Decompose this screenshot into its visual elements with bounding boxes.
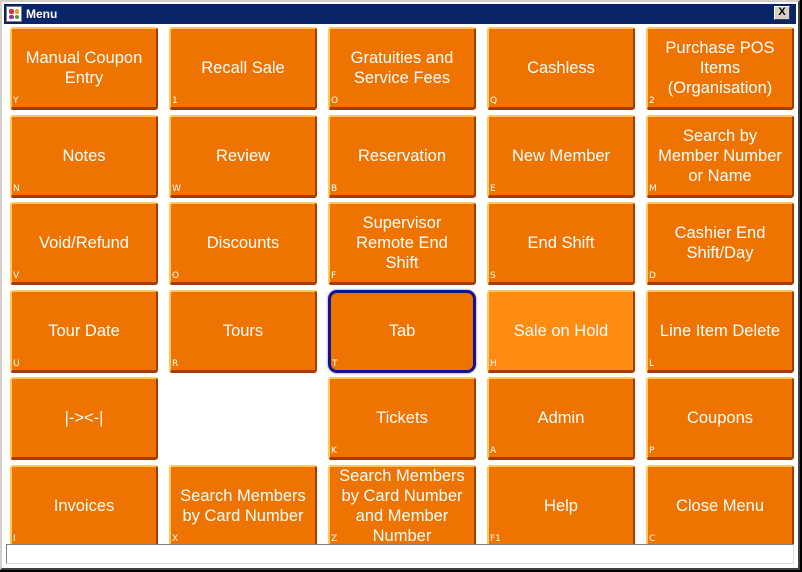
button-label: Tours [222, 321, 264, 340]
hotkey-hint: O [331, 96, 339, 106]
button-label: Help [544, 496, 578, 515]
button-label: Search Members by Card Number and Member… [339, 466, 465, 545]
hotkey-hint: H [490, 358, 497, 369]
button-label: Line Item Delete [659, 321, 781, 340]
hotkey-hint: Z [331, 533, 338, 544]
hotkey-hint: N [13, 183, 20, 194]
hotkey-hint: E [490, 183, 496, 194]
button-label: Discounts [206, 234, 280, 253]
hotkey-hint: D [649, 271, 656, 282]
button-label: Close Menu [675, 496, 765, 515]
hotkey-hint: Q [490, 96, 498, 106]
button-label: Tickets [376, 409, 428, 428]
hotkey-hint: F1 [490, 533, 501, 544]
button-label: Recall Sale [201, 59, 285, 77]
button-label: Search by Member Number or Name [658, 126, 782, 185]
recall-sale-button[interactable]: Recall Sale 1 [169, 27, 317, 110]
hotkey-hint: W [172, 183, 181, 194]
button-label: Cashier End Shift/Day [674, 224, 766, 263]
hotkey-hint: B [331, 183, 338, 194]
button-label: Supervisor Remote End Shift [356, 214, 448, 273]
hotkey-hint: O [172, 271, 180, 282]
hotkey-hint: I [13, 533, 16, 544]
title-bar[interactable]: Menu X [4, 4, 796, 24]
hotkey-hint: V [13, 271, 20, 282]
app-icon [6, 6, 22, 22]
window-title: Menu [26, 7, 58, 21]
hotkey-hint: P [649, 446, 655, 457]
button-label: Invoices [53, 496, 115, 515]
button-label: Purchase POS Items (Organisation) [665, 39, 775, 97]
button-label: Void/Refund [39, 234, 129, 253]
hotkey-hint: K [331, 446, 337, 457]
hotkey-hint: M [649, 183, 657, 194]
button-label: Reservation [357, 146, 447, 165]
button-label: |-><-| [64, 409, 104, 428]
purchase-pos-items-button[interactable]: Purchase POS Items (Organisation) 2 [646, 27, 794, 110]
button-label: Gratuities and Service Fees [350, 49, 454, 87]
hotkey-hint: L [649, 358, 655, 369]
hotkey-hint: X [172, 533, 179, 544]
button-label: Sale on Hold [513, 321, 609, 340]
button-label: Notes [62, 146, 106, 165]
collapse-toggle-button[interactable]: |-><-| [10, 377, 158, 461]
hotkey-hint: 2 [649, 96, 655, 106]
button-label: Tab [388, 322, 416, 341]
status-bar [6, 544, 794, 564]
hotkey-hint: S [490, 271, 496, 282]
button-label: New Member [511, 146, 611, 165]
button-label: Admin [537, 409, 585, 428]
button-label: Review [215, 146, 271, 165]
hotkey-hint: F [331, 271, 337, 282]
hotkey-hint: 1 [172, 96, 178, 106]
button-label: Cashless [527, 59, 595, 77]
button-label: Coupons [686, 409, 754, 428]
close-icon[interactable]: X [774, 6, 790, 20]
search-members-by-card-and-member-button[interactable]: Search Members by Card Number and Member… [328, 464, 476, 548]
button-label: End Shift [527, 234, 595, 253]
hotkey-hint: T [332, 358, 338, 369]
hotkey-hint: R [172, 358, 179, 369]
hotkey-hint: C [649, 533, 656, 544]
button-label: Manual Coupon Entry [25, 49, 143, 87]
empty-slot [169, 377, 317, 460]
button-label: Search Members by Card Number [180, 486, 306, 525]
hotkey-hint: U [13, 358, 20, 369]
hotkey-hint: Y [13, 96, 19, 106]
hotkey-hint: A [490, 446, 497, 457]
button-label: Tour Date [48, 321, 120, 340]
